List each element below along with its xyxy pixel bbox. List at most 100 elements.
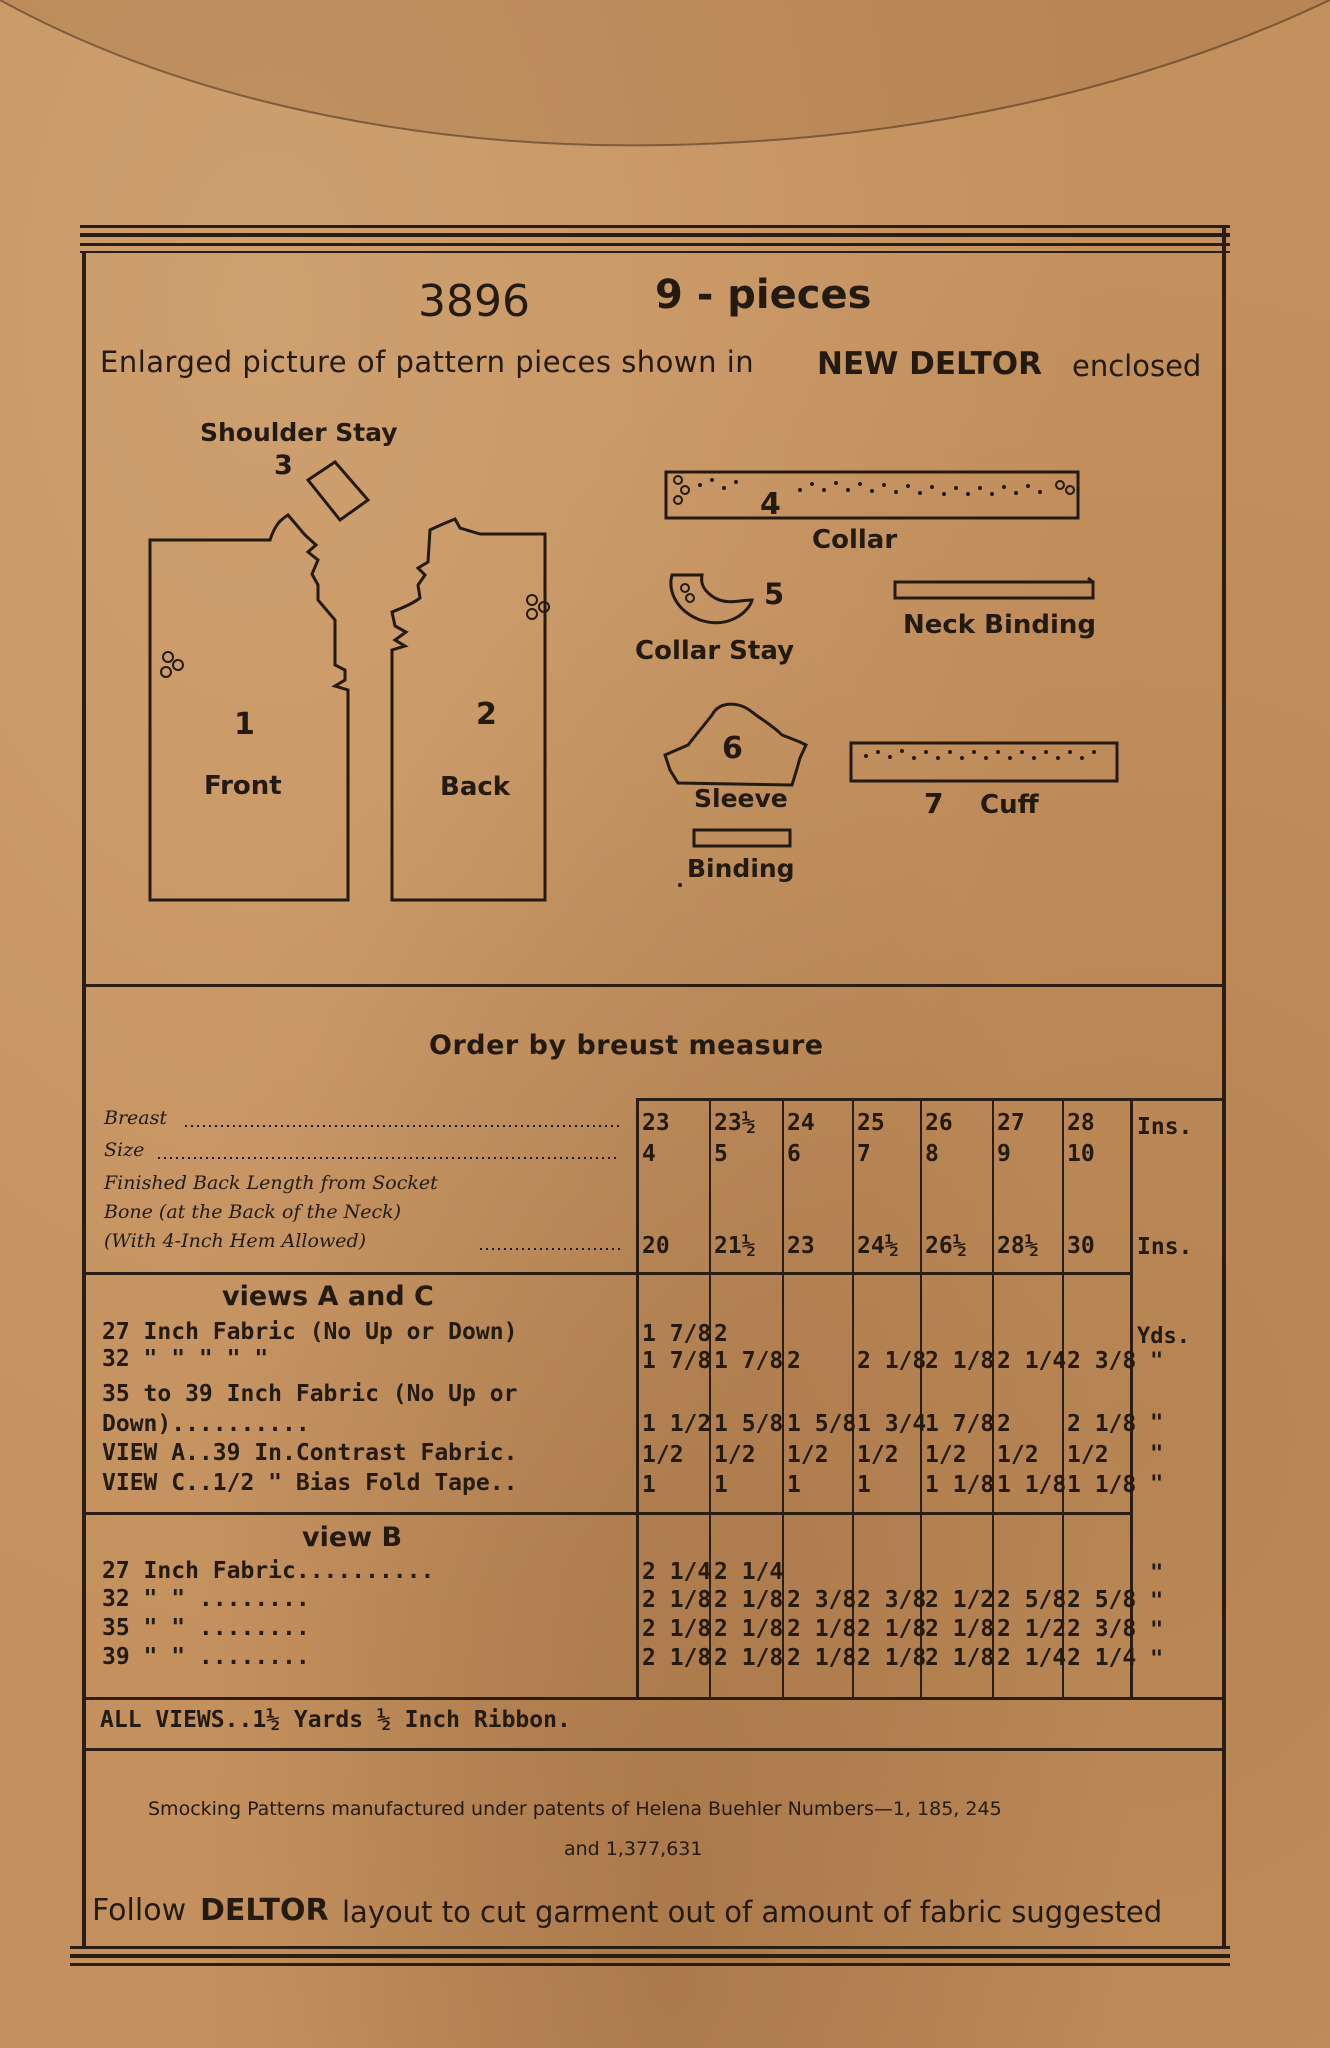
back-number: 2 bbox=[476, 697, 497, 732]
view-b-35-value: 2 1/2 bbox=[997, 1616, 1067, 1642]
cuff-number: 7 bbox=[924, 787, 944, 820]
patent-line-1: Smocking Patterns manufactured under pat… bbox=[148, 1798, 1002, 1820]
shoulder-stay-label: Shoulder Stay bbox=[200, 418, 398, 447]
back-label: Back bbox=[440, 772, 511, 802]
size-value: 9 bbox=[997, 1141, 1011, 1167]
pattern-pieces-diagram bbox=[148, 460, 1119, 902]
breast-value: 27 bbox=[997, 1110, 1025, 1136]
size-value: 10 bbox=[1067, 1141, 1095, 1167]
views-ac-32-value: 2 1/8 bbox=[925, 1348, 995, 1374]
col-line-5 bbox=[992, 1098, 994, 1698]
ditto-mark: " bbox=[1150, 1561, 1164, 1586]
view-b-row1-label: 27 Inch Fabric.......... bbox=[102, 1558, 435, 1584]
view-b-35-value: 2 1/8 bbox=[714, 1616, 784, 1642]
right-border bbox=[1222, 225, 1226, 1946]
size-label: Size bbox=[104, 1139, 145, 1161]
col-line-2 bbox=[782, 1098, 784, 1698]
view-b-39-value: 2 1/8 bbox=[787, 1645, 857, 1671]
views-ac-35-39-value: 1 1/2 bbox=[642, 1411, 712, 1437]
breast-value: 26 bbox=[925, 1110, 953, 1136]
views-ac-row5-label: VIEW C..1/2 " Bias Fold Tape.. bbox=[102, 1470, 518, 1496]
view-a-contrast-value: 1/2 bbox=[857, 1442, 899, 1468]
breast-value: 23½ bbox=[714, 1110, 756, 1136]
view-b-32-value: 2 1/2 bbox=[925, 1587, 995, 1613]
col-line-0 bbox=[636, 1098, 639, 1698]
views-ac-heading: views A and C bbox=[222, 1281, 434, 1312]
view-a-contrast-value: 1/2 bbox=[787, 1442, 829, 1468]
table-title: Order by breust measure bbox=[429, 1030, 824, 1061]
view-b-35-value: 2 3/8 bbox=[1067, 1616, 1137, 1642]
ditto-mark: " bbox=[1150, 1472, 1164, 1497]
shoulder-stay-number: 3 bbox=[274, 450, 293, 481]
size-value: 4 bbox=[642, 1141, 656, 1167]
finished-length-value: 26½ bbox=[925, 1233, 967, 1259]
binding-label: Binding bbox=[687, 854, 795, 883]
breast-label: Breast bbox=[104, 1107, 168, 1129]
view-b-32-value: 2 3/8 bbox=[787, 1587, 857, 1613]
bottom-rule-1 bbox=[70, 1946, 1230, 1949]
cuff-shape bbox=[849, 741, 1119, 783]
views-ac-35-39-value: 2 bbox=[997, 1411, 1011, 1437]
views-ac-32-value: 1 7/8 bbox=[642, 1348, 712, 1374]
view-b-27-value: 2 1/4 bbox=[714, 1559, 784, 1585]
ditto-mark: " bbox=[1150, 1349, 1164, 1374]
subtitle-brand: NEW DELTOR bbox=[817, 346, 1043, 382]
views-ac-27-value: 1 7/8 bbox=[642, 1321, 712, 1347]
subtitle-suffix: enclosed bbox=[1072, 349, 1202, 383]
size-value: 5 bbox=[714, 1141, 728, 1167]
view-b-39-value: 2 1/8 bbox=[857, 1645, 927, 1671]
finished-length-value: 28½ bbox=[997, 1233, 1039, 1259]
top-rule-2 bbox=[80, 233, 1230, 237]
left-border bbox=[82, 251, 86, 1946]
section-divider bbox=[82, 984, 1226, 987]
view-a-contrast-value: 1/2 bbox=[997, 1442, 1039, 1468]
breast-value: 28 bbox=[1067, 1110, 1095, 1136]
view-b-39-value: 2 1/4 bbox=[997, 1645, 1067, 1671]
ins-label-1: Ins. bbox=[1137, 1114, 1193, 1140]
collar-stay-shape bbox=[669, 573, 754, 625]
finished-label-3: (With 4-Inch Hem Allowed) bbox=[104, 1230, 367, 1252]
views-ac-32-value: 1 7/8 bbox=[714, 1348, 784, 1374]
view-a-contrast-value: 1/2 bbox=[642, 1442, 684, 1468]
views-ac-row3-label-2: Down).......... bbox=[102, 1411, 310, 1437]
neck-binding-label: Neck Binding bbox=[903, 610, 1097, 640]
back-piece-shape bbox=[390, 517, 547, 902]
size-value: 6 bbox=[787, 1141, 801, 1167]
view-b-32-value: 2 1/8 bbox=[714, 1587, 784, 1613]
view-b-27-value: 2 1/4 bbox=[642, 1559, 712, 1585]
view-b-39-value: 2 1/8 bbox=[642, 1645, 712, 1671]
finished-label-2: Bone (at the Back of the Neck) bbox=[104, 1201, 402, 1223]
yds-label: Yds. bbox=[1137, 1324, 1190, 1349]
breast-value: 24 bbox=[787, 1110, 815, 1136]
view-b-35-value: 2 1/8 bbox=[857, 1616, 927, 1642]
view-c-tape-value: 1 bbox=[714, 1472, 728, 1498]
all-views-note: ALL VIEWS..1½ Yards ½ Inch Ribbon. bbox=[100, 1707, 571, 1733]
follow-prefix: Follow bbox=[92, 1893, 187, 1928]
ditto-mark: " bbox=[1150, 1647, 1164, 1672]
view-a-contrast-value: 1/2 bbox=[925, 1442, 967, 1468]
views-ac-27-value: 2 bbox=[714, 1321, 728, 1347]
all-views-bottom-line bbox=[82, 1748, 1226, 1751]
views-ac-row4-label: VIEW A..39 In.Contrast Fabric. bbox=[102, 1440, 518, 1466]
finished-length-value: 24½ bbox=[857, 1233, 899, 1259]
view-c-tape-value: 1 1/8 bbox=[997, 1472, 1067, 1498]
col-line-4 bbox=[920, 1098, 922, 1698]
view-b-heading: view B bbox=[302, 1522, 403, 1553]
sleeve-shape bbox=[663, 702, 808, 787]
finished-length-value: 20 bbox=[642, 1233, 670, 1259]
view-c-tape-value: 1 1/8 bbox=[925, 1472, 995, 1498]
finished-length-value: 30 bbox=[1067, 1233, 1095, 1259]
finished-label-1: Finished Back Length from Socket bbox=[104, 1172, 438, 1194]
view-b-35-value: 2 1/8 bbox=[787, 1616, 857, 1642]
views-ac-top-line bbox=[82, 1272, 1132, 1275]
view-b-row2-label: 32 " " ........ bbox=[102, 1586, 310, 1612]
view-b-32-value: 2 3/8 bbox=[857, 1587, 927, 1613]
view-b-32-value: 2 1/8 bbox=[642, 1587, 712, 1613]
view-a-contrast-value: 1/2 bbox=[1067, 1442, 1109, 1468]
front-number: 1 bbox=[234, 707, 255, 742]
top-rule-1 bbox=[80, 225, 1230, 228]
views-ac-35-39-value: 1 5/8 bbox=[787, 1411, 857, 1437]
views-ac-35-39-value: 1 5/8 bbox=[714, 1411, 784, 1437]
views-ac-32-value: 2 3/8 bbox=[1067, 1348, 1137, 1374]
